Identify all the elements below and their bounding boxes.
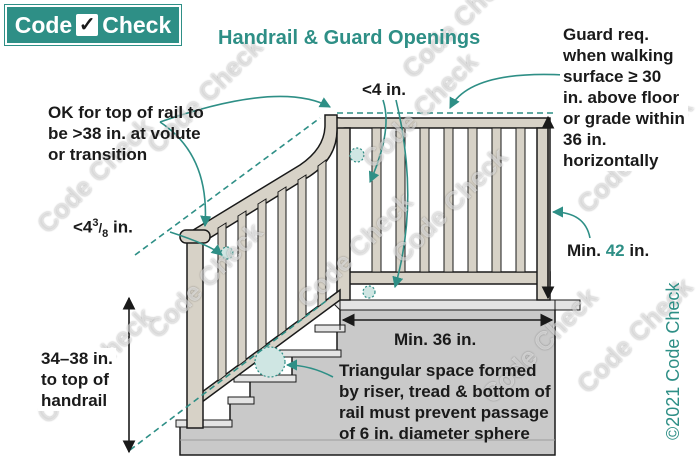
label-line: 34–38 in. [38, 348, 116, 369]
label-line: or transition [48, 145, 148, 164]
code-check-logo: Code ✓ Check [5, 5, 181, 45]
label-part: Min. [567, 241, 606, 260]
label-part: 42 [605, 241, 625, 260]
reference-lines [129, 112, 556, 451]
label-line: to top of [38, 369, 116, 390]
baluster-spacing-label: <4 in. [362, 80, 406, 99]
label-line: when walking [560, 45, 688, 66]
copyright-text: ©2021 Code Check [663, 282, 683, 440]
handrail-height-label: 34–38 in. to top of handrail [38, 348, 116, 411]
label-line: by riser, tread & bottom of [339, 382, 551, 401]
label-line: of 6 in. diameter sphere [339, 424, 530, 443]
label-part: in. [624, 241, 650, 260]
landing-width-label: Min. 36 in. [394, 330, 477, 349]
guard-requirement-label: Guard req. when walking surface ≥ 30 in.… [560, 24, 688, 171]
triangle-spacing-label: <43/8 in. [73, 217, 133, 241]
label-line: in. above floor [560, 87, 688, 108]
label-part: <4 [73, 217, 93, 237]
triangle-space-label: Triangular space formed by riser, tread … [339, 360, 551, 444]
label-line: be >38 in. at volute [48, 124, 201, 143]
sphere-test-circles [220, 147, 376, 378]
checkmark-icon: ✓ [76, 14, 99, 36]
label-line: OK for top of rail to [48, 103, 204, 122]
label-line: Triangular space formed [339, 361, 537, 380]
label-line: surface ≥ 30 [560, 66, 688, 87]
label-part: 8 [102, 228, 109, 241]
logo-word: Code [14, 11, 73, 38]
label-line: horizontally [560, 150, 688, 171]
label-line: or grade within [560, 108, 688, 129]
guard-railing [329, 114, 551, 301]
label-line: 36 in. [560, 129, 688, 150]
logo-word: Check [102, 11, 172, 38]
label-part: in. [108, 217, 133, 237]
label-line: rail must prevent passage [339, 403, 549, 422]
label-line: Guard req. [560, 24, 688, 45]
guard-height-label: Min. 42 in. [567, 240, 649, 261]
label-line: handrail [38, 390, 116, 411]
stair-body [175, 299, 581, 456]
volute-transition-label: OK for top of rail to be >38 in. at volu… [48, 102, 204, 165]
callout-leaders [159, 73, 591, 378]
diagram-title: Handrail & Guard Openings [218, 27, 481, 49]
label-part: 3 [92, 217, 99, 229]
dimension-arrows [122, 115, 555, 454]
